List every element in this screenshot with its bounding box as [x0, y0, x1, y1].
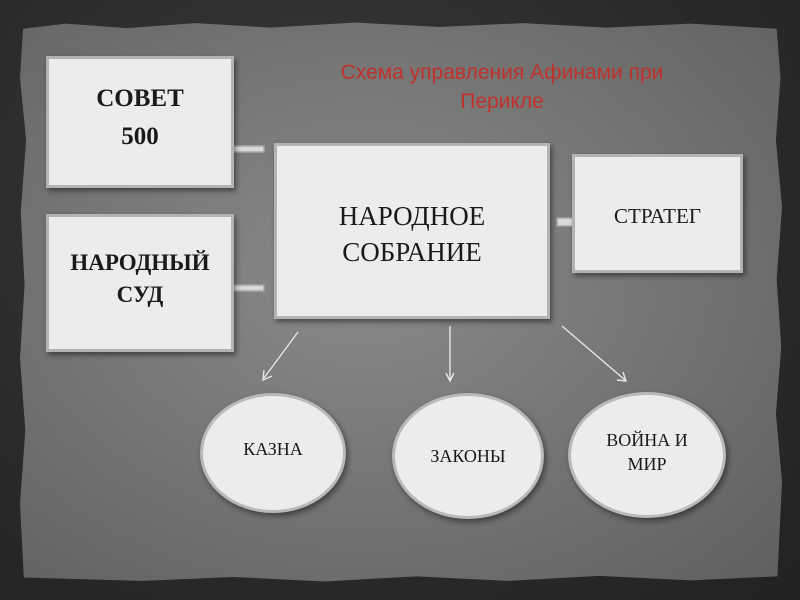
title-line-1: Схема управления Афинами при	[340, 61, 664, 84]
node-sobranie-line-2: СОБРАНИЕ	[342, 237, 482, 267]
node-kazna-label: КАЗНА	[243, 438, 303, 459]
node-voina-line-2: МИР	[627, 454, 667, 474]
node-strateg: СТРАТЕГ	[572, 154, 743, 273]
title-line-2: Перикле	[460, 90, 544, 113]
node-zakony-label: ЗАКОНЫ	[430, 445, 506, 466]
node-sovet-line-1: СОВЕТ	[96, 85, 184, 112]
node-sud-line-1: НАРОДНЫЙ	[70, 250, 210, 275]
node-narodny-sud: НАРОДНЫЙ СУД	[46, 214, 234, 352]
node-sovet-500: СОВЕТ 500	[46, 56, 234, 188]
node-sobranie-line-1: НАРОДНОЕ	[338, 201, 486, 231]
node-sovet-line-2: 500	[121, 123, 159, 150]
node-strateg-label: СТРАТЕГ	[614, 204, 701, 228]
node-narodnoe-sobranie: НАРОДНОЕ СОБРАНИЕ	[274, 143, 550, 319]
node-sud-line-2: СУД	[116, 282, 164, 307]
node-voina-line-1: ВОЙНА И	[606, 430, 688, 450]
node-voina-i-mir: ВОЙНА И МИР	[568, 392, 726, 518]
node-kazna: КАЗНА	[200, 393, 346, 513]
diagram-title: Схема управления Афинами при Перикле	[282, 58, 722, 116]
node-zakony: ЗАКОНЫ	[392, 393, 544, 519]
